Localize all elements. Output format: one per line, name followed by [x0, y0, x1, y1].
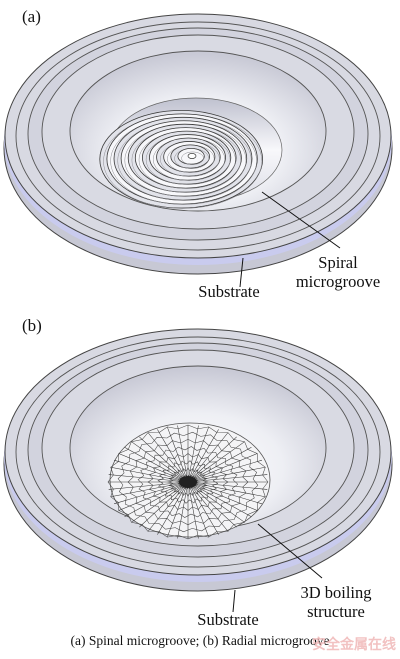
radial-rib: [157, 481, 189, 535]
radial-rib: [187, 429, 219, 483]
panel-tag-b: (b): [22, 316, 42, 335]
leader-line-substrate-b: [232, 589, 236, 613]
radial-ring: [166, 467, 209, 497]
radial-rib: [187, 425, 199, 483]
label-spiral-line2: microgroove: [296, 272, 380, 291]
radial-rib: [187, 481, 219, 535]
radial-ring: [157, 460, 219, 504]
panel-tag-a: (a): [22, 7, 41, 26]
radial-rib: [187, 474, 268, 483]
radial-rib: [187, 481, 199, 539]
leader-line-boiling: [257, 523, 323, 579]
leader-line-substrate-a: [239, 257, 244, 288]
radial-rib: [114, 459, 189, 483]
leader-line-spiral: [261, 191, 341, 249]
panel-a: (a) Spiral microgroove Substrate: [3, 7, 393, 301]
radial-rib: [187, 447, 252, 483]
label-spiral-line1: Spiral: [318, 253, 358, 272]
radial-ring: [117, 431, 259, 533]
label-substrate-b: Substrate: [197, 610, 258, 629]
radial-rib: [187, 481, 252, 517]
rim-ring-1-a: [15, 21, 381, 251]
radial-rib: [187, 481, 262, 505]
radial-ring: [107, 424, 269, 540]
label-boiling-line2: structure: [307, 602, 365, 621]
radial-rib: [157, 429, 189, 483]
radial-ring: [127, 438, 249, 526]
spiral-microgroove: [99, 110, 263, 209]
watermark-logo: 安全金属在线: [312, 637, 396, 653]
radial-rib: [187, 481, 268, 490]
radial-rib: [187, 436, 237, 483]
radial-rib: [177, 481, 189, 539]
rim-ring-1-b: [15, 336, 381, 568]
radial-rib: [187, 459, 262, 483]
radial-rib: [139, 436, 189, 483]
spiral-groove-ring: [181, 151, 204, 165]
radial-ring: [147, 453, 229, 511]
radial-center: [179, 476, 197, 488]
radial-rib: [177, 425, 189, 483]
radial-ring: [177, 474, 199, 490]
label-substrate-a: Substrate: [198, 282, 259, 301]
radial-rib: [108, 474, 189, 483]
radial-3d-boiling-structure: [107, 424, 269, 540]
panel-b: (b) 3D boiling structure Substrate: [3, 316, 393, 629]
figure-caption: (a) Spinal microgroove; (b) Radial micro…: [70, 633, 330, 648]
radial-rib: [139, 481, 189, 528]
radial-ring: [137, 446, 239, 518]
spiral-center: [187, 153, 197, 159]
radial-rib: [124, 481, 189, 517]
radial-rib: [187, 481, 237, 528]
radial-rib: [114, 481, 189, 505]
label-boiling-line1: 3D boiling: [300, 583, 371, 602]
radial-rib: [108, 481, 189, 490]
radial-rib: [124, 447, 189, 483]
